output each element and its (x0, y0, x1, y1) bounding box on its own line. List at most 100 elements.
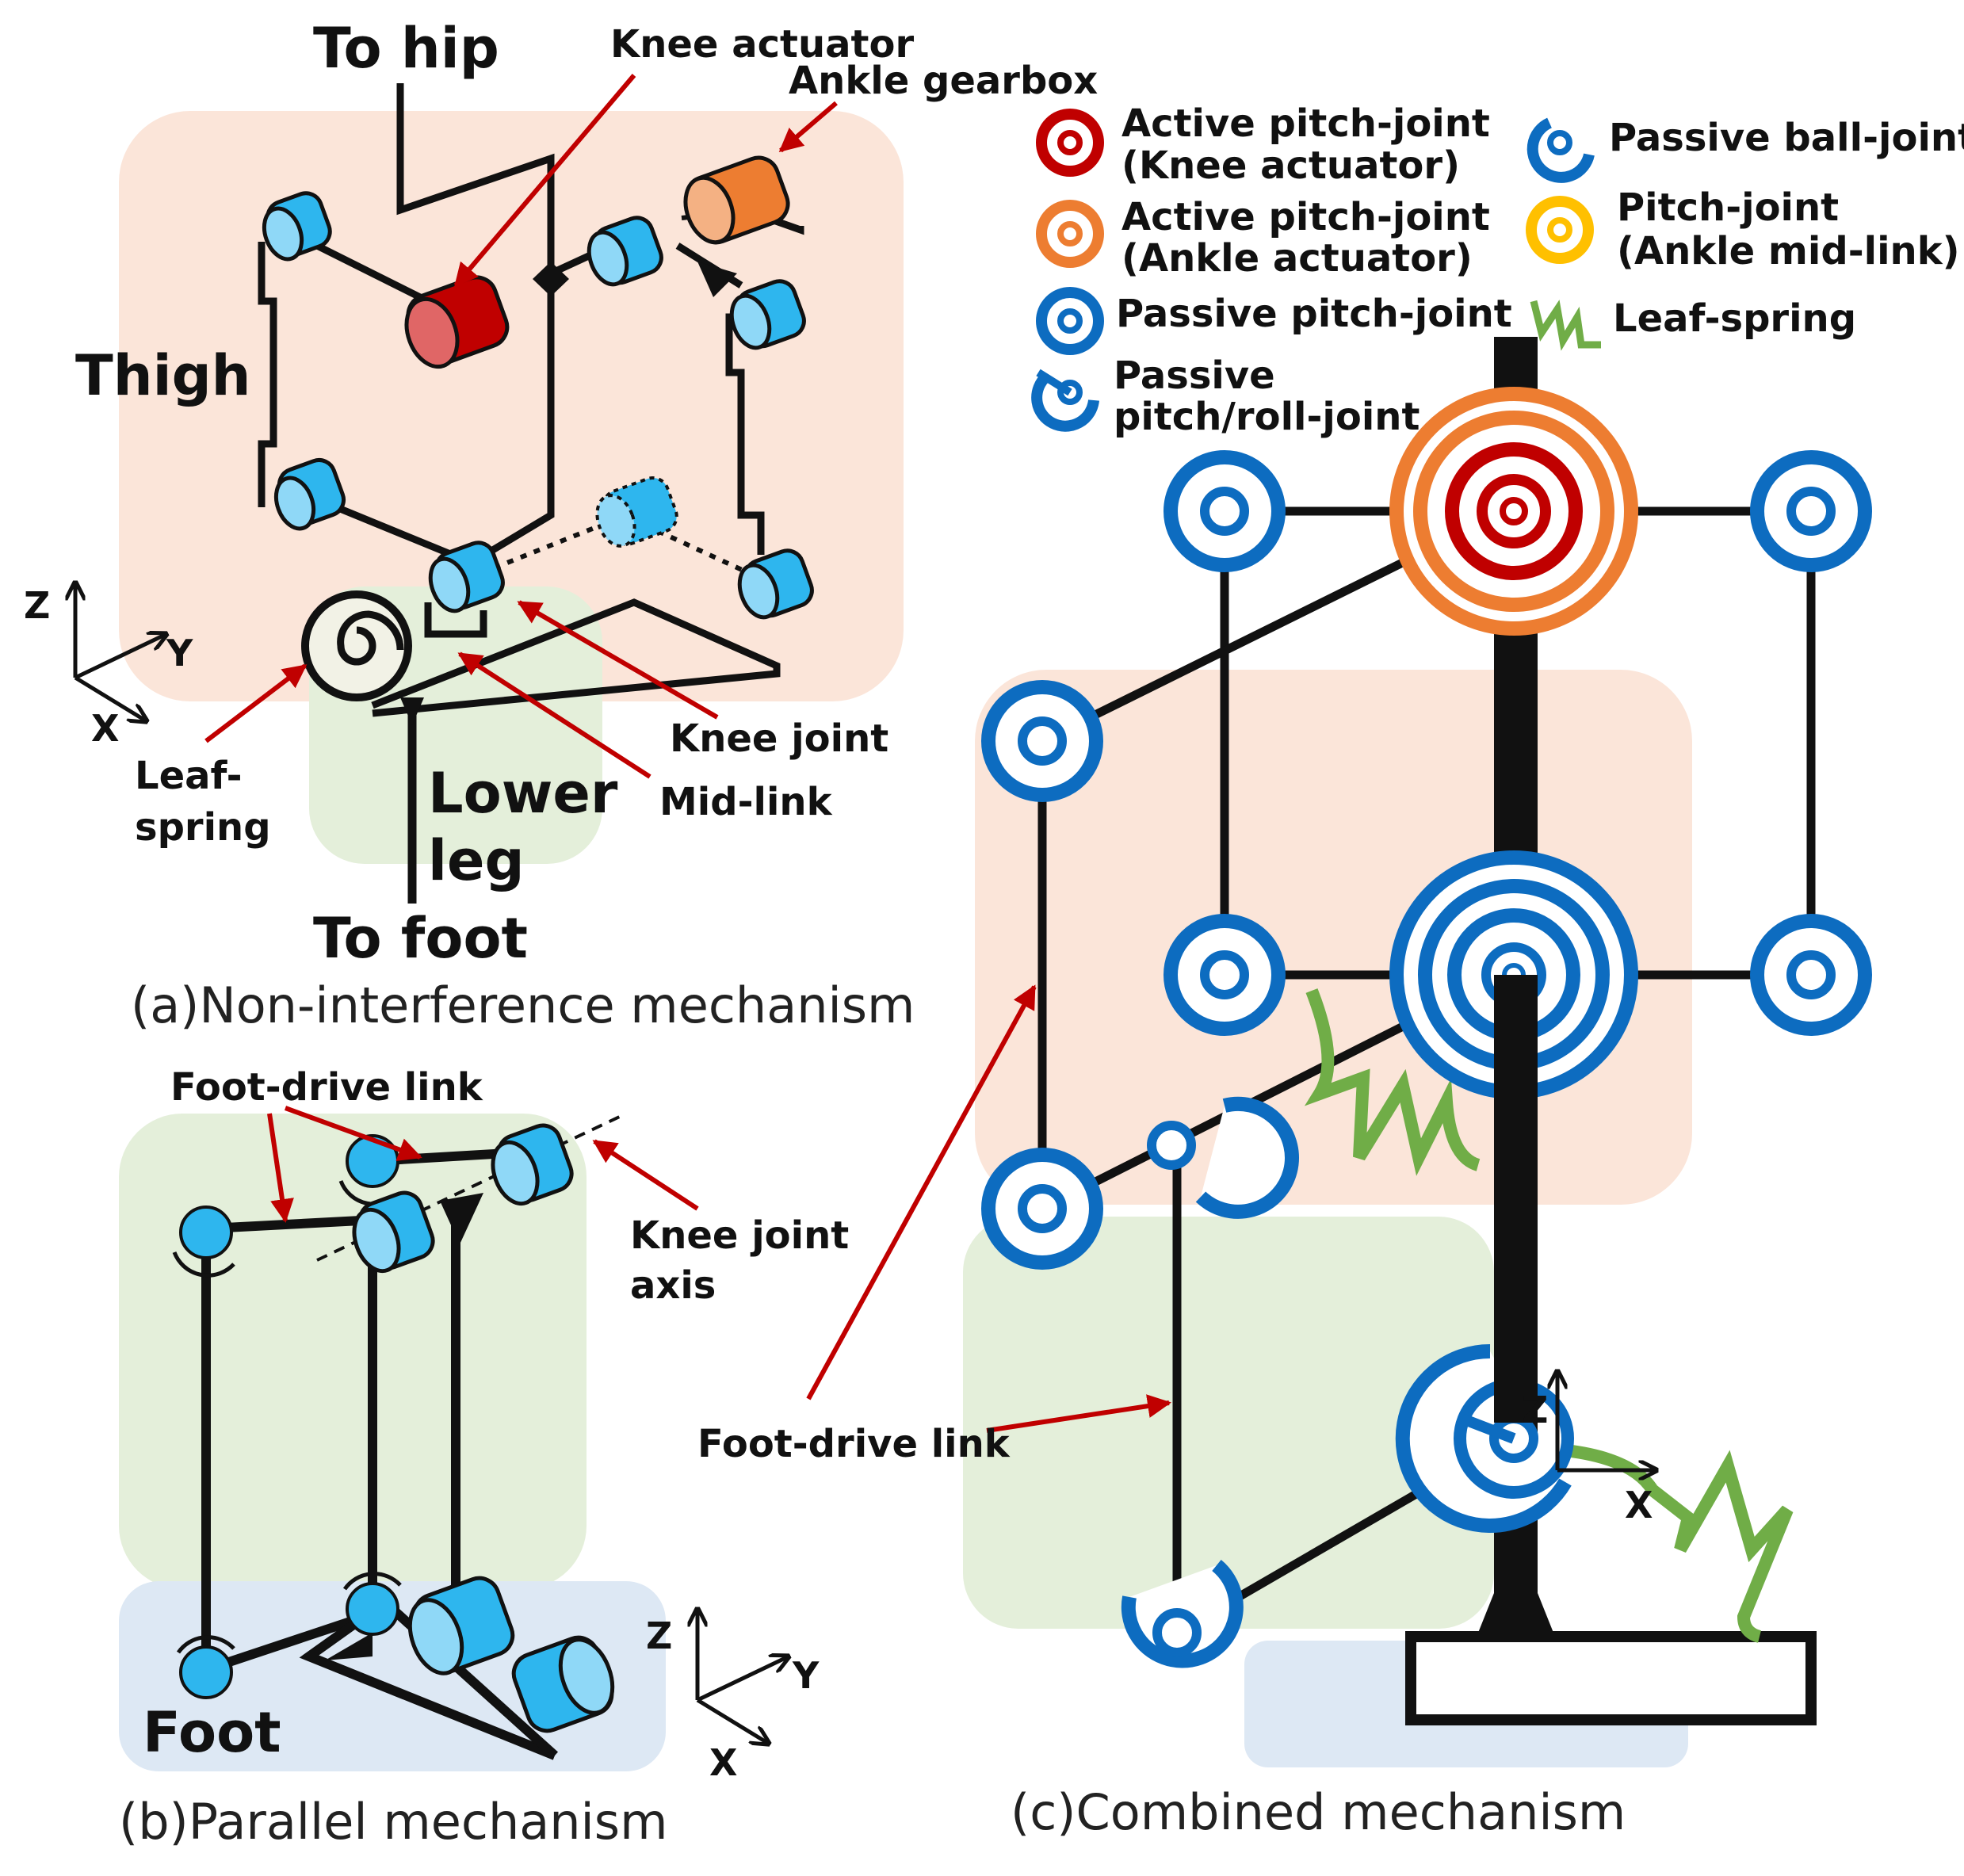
knee-actuator-arrow (453, 74, 636, 288)
panel-b: Foot-drive link Knee joint axis Foot Z Y… (119, 1065, 849, 1851)
lower-leg-bracket (400, 697, 424, 725)
lower-leg-label: leg (428, 828, 525, 893)
foot-drive-link-label: Foot-drive link (170, 1065, 483, 1110)
legend-passive-pitch-roll-icon (1031, 369, 1099, 432)
leaf-spring-label: Leaf- (135, 754, 243, 798)
passive-pitch-joint (981, 680, 1103, 802)
knee-actuator-label: Knee actuator (610, 22, 914, 67)
to-foot-label: To foot (313, 906, 528, 971)
foot-region-b (119, 1581, 666, 1771)
axis-x-label: X (1625, 1484, 1653, 1526)
legend-active-ankle-label: (Ankle actuator) (1121, 236, 1473, 281)
panel-a-dotted-link-2 (656, 529, 762, 581)
foot-drive-arrow (284, 1106, 422, 1161)
knee-joint-label: Knee joint (670, 716, 888, 761)
axis-z-label: Z (1522, 1389, 1548, 1431)
foot-plate (1405, 1631, 1817, 1725)
axis-x-label: X (91, 707, 119, 750)
knee-joint-axis-label: axis (630, 1263, 716, 1308)
mid-link-label: Mid-link (659, 780, 833, 824)
leg-region-b (119, 1114, 587, 1589)
axis-x-label: X (709, 1741, 737, 1784)
legend: Active pitch-joint (Knee actuator) Activ… (1031, 101, 1964, 439)
leaf-spring-spiral (301, 590, 412, 701)
legend-passive-pitch-icon (1036, 287, 1104, 355)
cylinder-joint (729, 279, 806, 350)
ankle-gearbox-label: Ankle gearbox (789, 59, 1098, 103)
ball-joint (176, 1635, 235, 1699)
legend-pitch-mid-icon (1526, 196, 1594, 264)
cylinder-joint-hidden (595, 476, 678, 548)
foot-drive-arrow-c (806, 984, 1037, 1400)
ankle-gearbox-cylinder (683, 155, 790, 245)
axis-z-label: Z (646, 1614, 672, 1657)
ankle-pitch-roll-joint (1395, 1343, 1574, 1533)
cylinder-joint (262, 191, 332, 262)
axes-c (1557, 1371, 1656, 1470)
legend-leaf-spring-icon (1530, 300, 1601, 351)
axis-z-label: Z (24, 584, 50, 627)
axes-a (75, 583, 166, 721)
knee-joint-arrow (517, 600, 719, 720)
ankle-gearbox-arrow (778, 101, 838, 153)
legend-active-ankle-icon (1036, 200, 1104, 268)
legend-active-knee-label: Active pitch-joint (1121, 101, 1490, 146)
bracket-right (697, 262, 737, 297)
cylinder-joint (407, 1576, 515, 1675)
thigh-label: Thigh (75, 343, 251, 408)
caption-a: (a)Non-interference mechanism (131, 976, 915, 1034)
knee-joint-axis-arrow (592, 1139, 699, 1211)
passive-pitch-joint (1163, 914, 1286, 1036)
leaf-spring-c-lower (1565, 1444, 1794, 1643)
column-base-flare (1478, 1593, 1553, 1633)
knee-actuator-joint (1445, 442, 1583, 580)
knee-joint-axis-label: Knee joint (630, 1213, 849, 1258)
panel-b-bracket-foot (325, 1633, 373, 1660)
passive-pitch-joint (1750, 914, 1872, 1036)
panel-b-bracket (440, 1193, 483, 1244)
ball-joint (172, 1205, 235, 1278)
hub-diamond (533, 262, 569, 296)
foot-label: Foot (143, 1700, 281, 1765)
leaf-spring-c-upper (1304, 988, 1481, 1176)
cylinder-joint (352, 1190, 435, 1274)
cylinder-joint (737, 548, 814, 620)
axis-y-label: Y (792, 1654, 820, 1697)
cylinder-joint (587, 216, 663, 287)
foot-drive-arrow (267, 1113, 294, 1223)
main-column-overlay (1494, 975, 1538, 1423)
legend-active-knee-label: (Knee actuator) (1121, 143, 1460, 188)
caption-b: (b)Parallel mechanism (119, 1793, 667, 1851)
leaf-spring-arrow (204, 663, 308, 743)
passive-ball-joint (1121, 1560, 1244, 1668)
axis-y-label: Y (166, 632, 193, 674)
to-hip-label: To hip (313, 16, 499, 81)
lower-leg-label: Lower (428, 761, 618, 826)
mid-link-arrow (457, 651, 651, 779)
panel-c: Foot-drive link Z X (c)Combined mechanis… (697, 337, 1872, 1841)
knee-actuator-cylinder (404, 275, 510, 369)
ball-joint (342, 1572, 402, 1636)
cylinder-joint (491, 1123, 574, 1206)
legend-passive-pitch-roll-label: pitch/roll-joint (1114, 395, 1420, 439)
cylinder-joint (511, 1635, 615, 1733)
passive-pitch-joint (981, 1148, 1103, 1270)
cylinder-joint (273, 457, 346, 531)
passive-pitch-joint (1750, 450, 1872, 572)
legend-passive-ball-icon (1526, 117, 1595, 183)
thigh-region (119, 111, 904, 701)
legend-passive-pitch-roll-label: Passive (1114, 353, 1275, 398)
caption-c: (c)Combined mechanism (1011, 1783, 1626, 1841)
legend-passive-pitch-label: Passive pitch-joint (1116, 292, 1512, 336)
passive-ball-joint (1147, 1096, 1299, 1219)
legend-active-ankle-label: Active pitch-joint (1121, 195, 1490, 239)
foot-drive-arrow-c (986, 1394, 1171, 1433)
foot-drive-link-label-c: Foot-drive link (697, 1422, 1011, 1466)
axes-b (697, 1609, 789, 1744)
cylinder-joint (428, 541, 505, 613)
legend-pitch-mid-label: (Ankle mid-link) (1617, 229, 1960, 273)
passive-pitch-joint (1163, 450, 1286, 572)
legend-passive-ball-label: Passive ball-joint (1609, 116, 1964, 160)
legend-active-knee-icon (1036, 109, 1104, 177)
